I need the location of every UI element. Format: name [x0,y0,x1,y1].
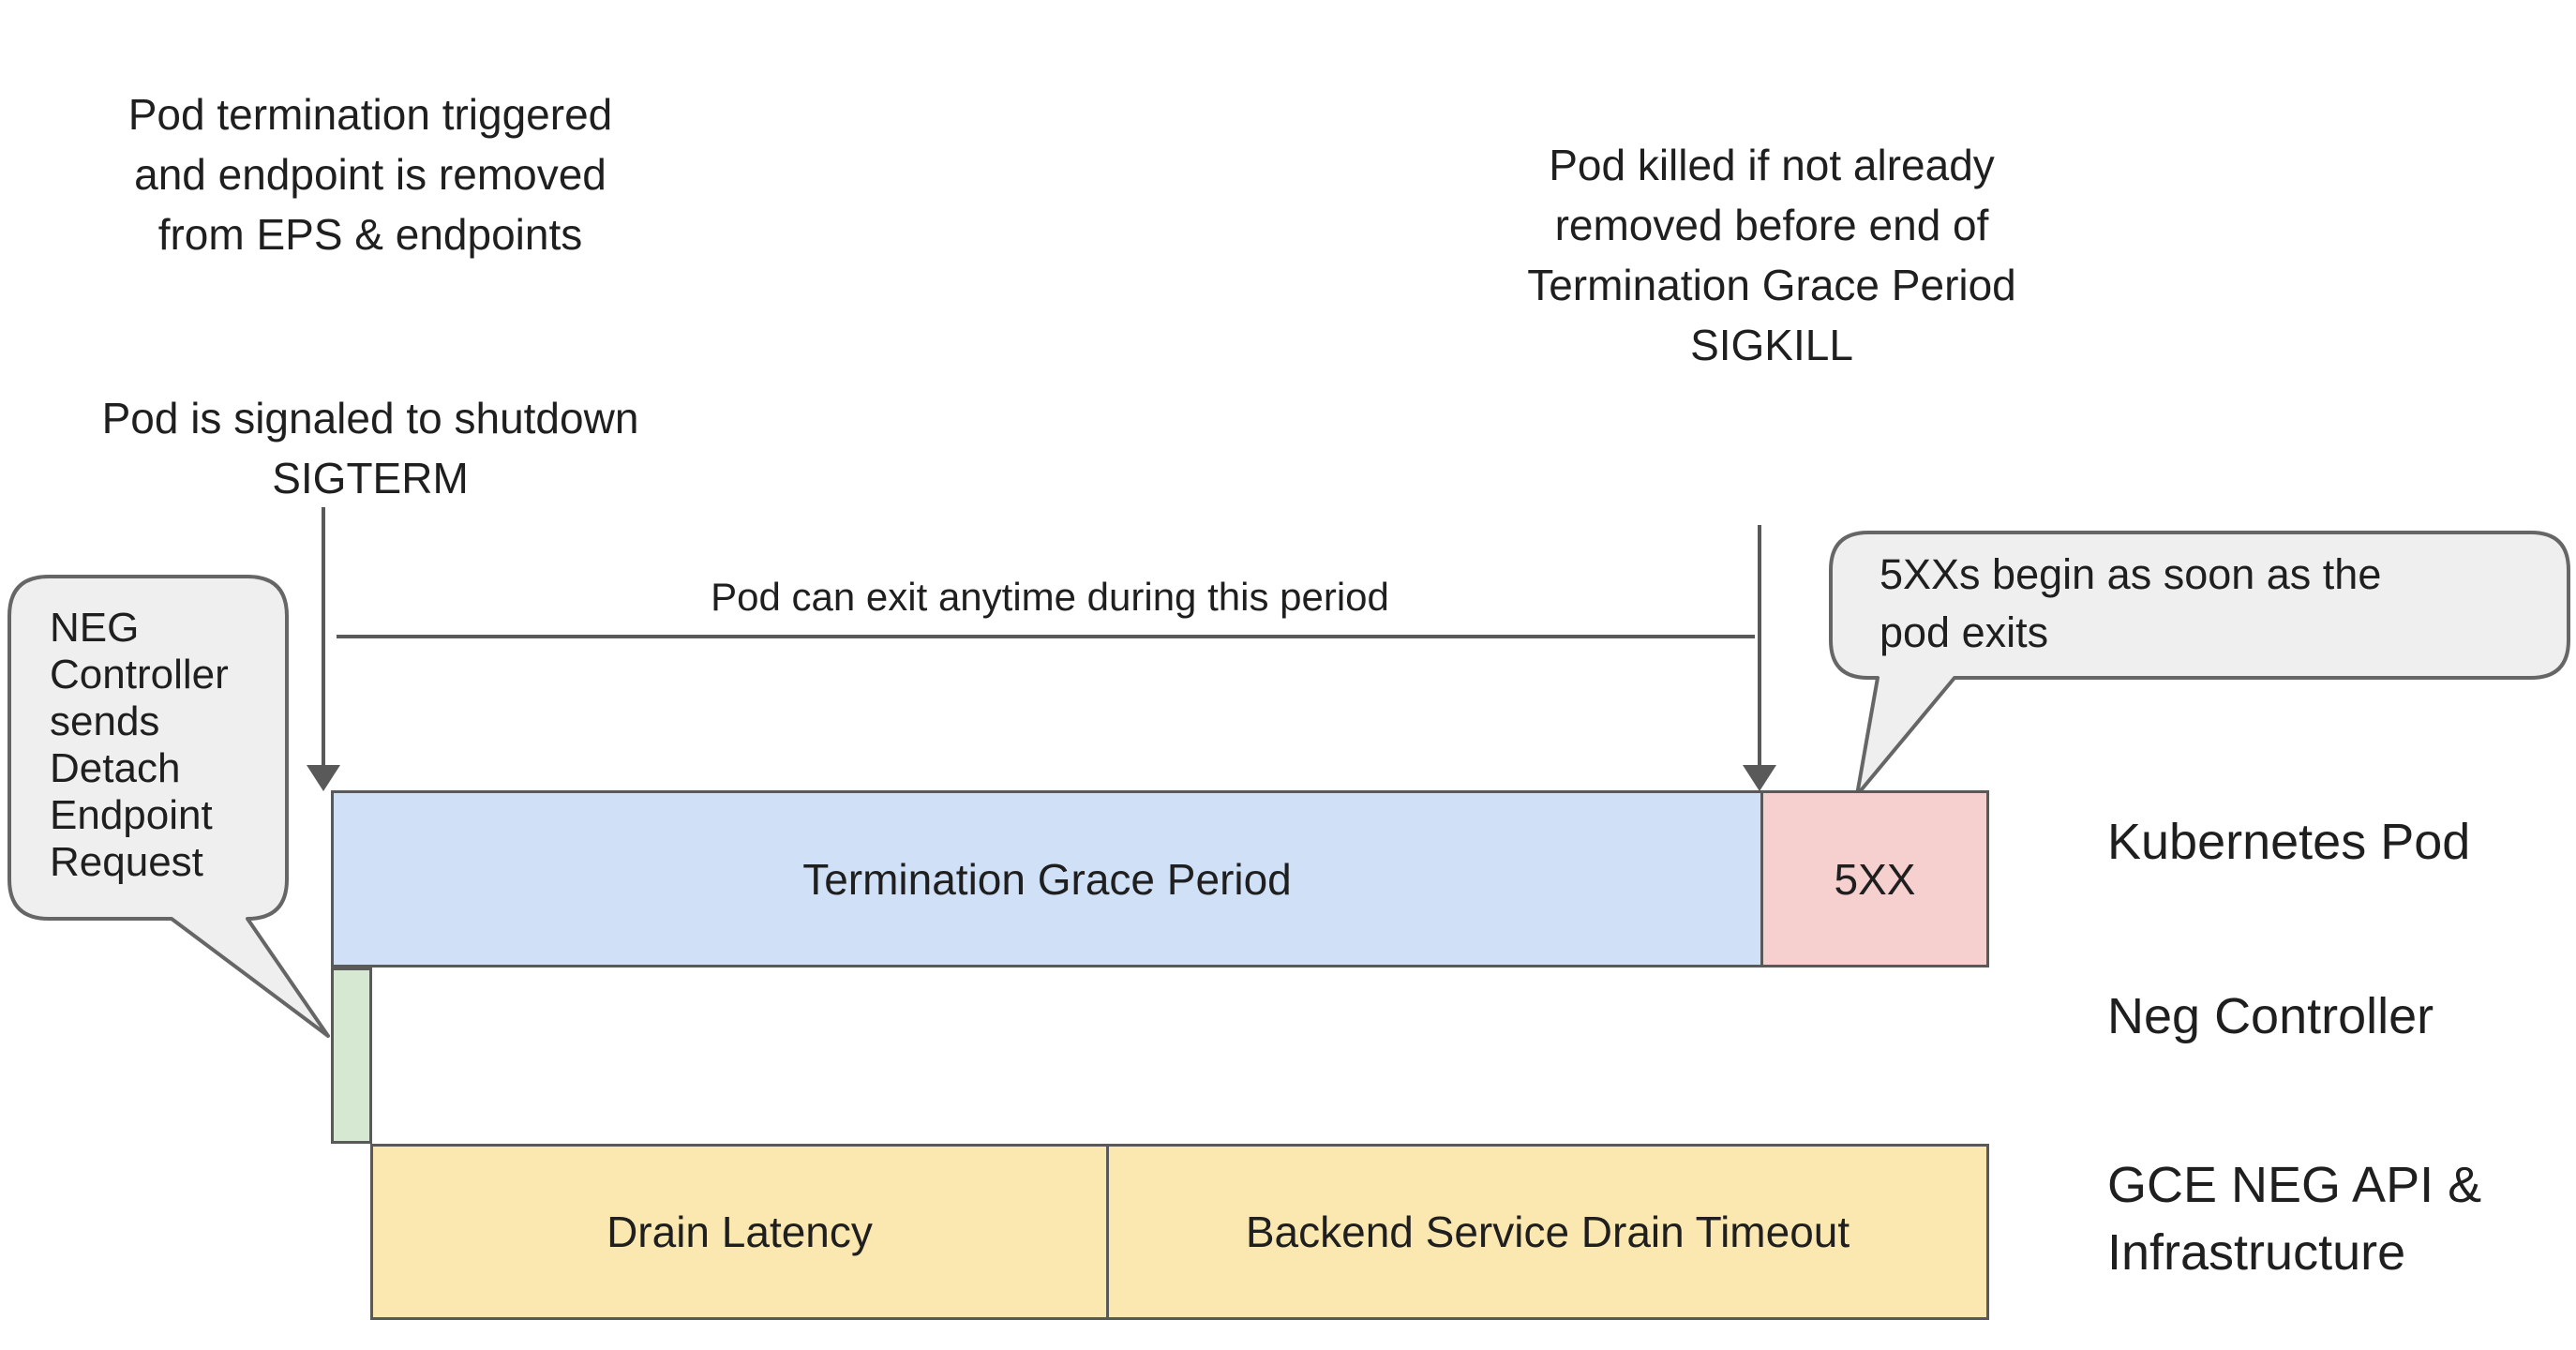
annotation-pod-sigterm-text: Pod is signaled to shutdown SIGTERM [101,394,639,502]
row-label-gce-neg-api: GCE NEG API & Infrastructure [2107,1157,2482,1281]
segment-backend-service-drain-timeout: Backend Service Drain Timeout [1109,1147,1986,1317]
segment-5xx-label: 5XX [1834,854,1916,904]
segment-termination-grace-period: Termination Grace Period [334,793,1763,965]
segment-5xx: 5XX [1763,793,1986,965]
neg-controller-callout-text: NEG Controller sends Detach Endpoint Req… [50,605,229,885]
neg-controller-callout-bubble [7,575,330,1038]
annotation-pod-termination: Pod termination triggered and endpoint i… [52,24,689,568]
bar-gce-neg-api: Drain Latency Backend Service Drain Time… [370,1144,1989,1320]
five-xx-callout-text: 5XXs begin as soon as the pod exits [1880,550,2382,656]
sigterm-arrow-line [322,507,325,765]
bar-kubernetes-pod: Termination Grace Period 5XX [331,790,1989,968]
annotation-pod-termination-text: Pod termination triggered and endpoint i… [127,90,613,259]
row-label-kubernetes-pod: Kubernetes Pod [2107,814,2471,870]
sigterm-arrowhead-icon [307,765,340,791]
exit-period-line [337,635,1755,638]
segment-backend-service-drain-timeout-label: Backend Service Drain Timeout [1245,1208,1850,1256]
segment-termination-grace-period-label: Termination Grace Period [802,854,1292,904]
sigkill-arrow-line [1758,525,1761,765]
row-label-neg-controller: Neg Controller [2107,988,2434,1044]
segment-drain-latency-label: Drain Latency [607,1208,873,1256]
annotation-pod-sigkill: Pod killed if not already removed before… [1527,141,2016,369]
segment-drain-latency: Drain Latency [373,1147,1109,1317]
sigkill-arrowhead-icon [1743,765,1776,791]
five-xx-callout-bubble [1829,531,2570,797]
bar-neg-controller [331,968,372,1144]
exit-period-label: Pod can exit anytime during this period [711,575,1389,619]
